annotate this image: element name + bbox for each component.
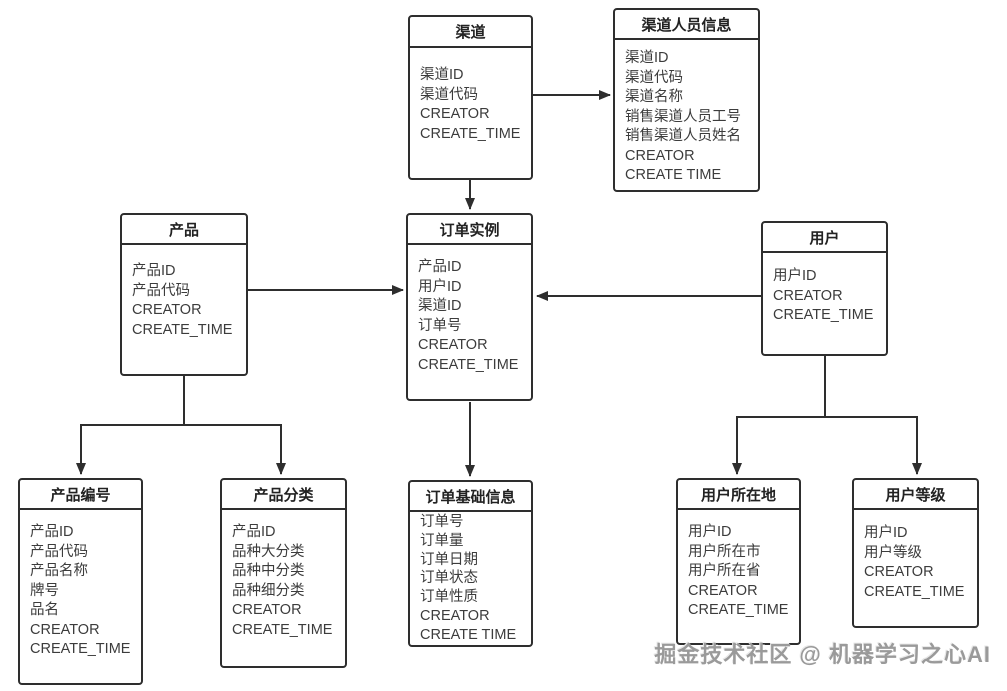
table-field: 品种中分类 bbox=[232, 563, 305, 579]
table-title: 产品 bbox=[122, 215, 246, 245]
table-fields: 产品ID 用户ID 渠道ID 订单号 CREATOR CREATE_TIME bbox=[408, 245, 531, 375]
table-field: 品种大分类 bbox=[232, 543, 305, 560]
table-fields: 渠道ID 渠道代码渠道名称销售渠道人员工号销售渠道人员姓名 CREATOR CREAT… bbox=[615, 40, 758, 186]
table-field: CREATE TIME bbox=[625, 167, 722, 183]
table-field: CREATOR bbox=[773, 287, 843, 304]
table-field: CREATOR bbox=[420, 106, 490, 122]
table-field: 订单性质 bbox=[420, 589, 478, 606]
table-title: 用户 bbox=[763, 223, 886, 253]
table-field: 销售渠道人员姓名 bbox=[625, 128, 741, 144]
table-field: 产品名称 bbox=[30, 563, 88, 579]
table-field: 产品ID bbox=[418, 259, 462, 275]
table-field: CREATOR bbox=[625, 147, 695, 164]
table-field: CREATE_TIME bbox=[864, 583, 965, 600]
table-fields: 产品ID 品种大分类品种中分类品种细分类 CREATOR CREATE_TIME bbox=[222, 510, 345, 640]
entity-table-order-instance: 订单实例产品ID 用户ID 渠道ID 订单号 CREATOR CREATE_TIME bbox=[406, 213, 533, 401]
entity-table-user: 用户用户ID CREATOR CREATE_TIME bbox=[761, 221, 888, 356]
table-field: CREATE_TIME bbox=[30, 641, 131, 657]
table-field: CREATOR bbox=[232, 602, 302, 618]
table-title: 渠道人员信息 bbox=[615, 10, 758, 40]
table-field: CREATE_TIME bbox=[232, 621, 333, 638]
table-field: 渠道ID bbox=[625, 50, 669, 66]
table-field: 品名 bbox=[30, 602, 59, 618]
table-field: CREATOR bbox=[864, 564, 934, 580]
table-fields: 用户ID 用户等级 CREATOR CREATE_TIME bbox=[854, 510, 977, 602]
table-fields: 产品ID 产品代码产品名称牌号品名 CREATOR CREATE_TIME bbox=[20, 510, 141, 660]
entity-table-channel-personnel-info: 渠道人员信息渠道ID 渠道代码渠道名称销售渠道人员工号销售渠道人员姓名 CREATO… bbox=[613, 8, 760, 192]
table-title: 订单实例 bbox=[408, 215, 531, 245]
table-field: 产品ID bbox=[30, 524, 74, 540]
entity-table-product-number: 产品编号产品ID 产品代码产品名称牌号品名 CREATOR CREATE_TIME bbox=[18, 478, 143, 685]
table-field: 用户ID bbox=[688, 524, 732, 540]
table-field: 订单状态 bbox=[420, 570, 478, 587]
table-title: 产品编号 bbox=[20, 480, 141, 510]
table-field: CREATOR bbox=[132, 302, 202, 318]
table-field: CREATE_TIME bbox=[688, 602, 789, 618]
connection-product-to-product-category bbox=[183, 376, 286, 475]
table-field: 渠道ID bbox=[418, 298, 462, 314]
table-field: CREATOR bbox=[30, 621, 100, 638]
table-fields: 渠道ID 渠道代码 CREATOR CREATE_TIME bbox=[410, 48, 531, 144]
table-field: 品种细分类 bbox=[232, 582, 305, 599]
table-field: 产品ID bbox=[232, 524, 276, 540]
table-field: CREATE_TIME bbox=[418, 356, 519, 373]
table-field: 渠道ID bbox=[420, 67, 464, 83]
table-fields: 产品ID 产品代码 CREATOR CREATE_TIME bbox=[122, 245, 246, 340]
table-field: 销售渠道人员工号 bbox=[625, 108, 741, 125]
table-field: 用户所在市 bbox=[688, 543, 761, 560]
table-field: CREATE TIME bbox=[420, 626, 517, 643]
table-title: 用户等级 bbox=[854, 480, 977, 510]
connection-user-to-user-level bbox=[824, 356, 922, 475]
table-title: 产品分类 bbox=[222, 480, 345, 510]
table-field: 用户ID bbox=[418, 278, 462, 295]
table-field: 订单量 bbox=[420, 532, 464, 549]
table-fields: 用户ID CREATOR CREATE_TIME bbox=[763, 253, 886, 326]
table-field: CREATOR bbox=[418, 337, 488, 353]
table-title: 渠道 bbox=[410, 17, 531, 48]
table-field: 用户ID bbox=[864, 525, 908, 541]
table-field: CREATOR bbox=[420, 607, 490, 624]
table-title: 订单基础信息 bbox=[410, 482, 531, 512]
table-field: CREATOR bbox=[688, 582, 758, 599]
entity-table-user-location: 用户所在地用户ID 用户所在市用户所在省 CREATOR CREATE_TIME bbox=[676, 478, 801, 645]
watermark-text: 掘金技术社区 @ 机器学习之心AI bbox=[654, 642, 991, 667]
entity-table-channel: 渠道渠道ID 渠道代码 CREATOR CREATE_TIME bbox=[408, 15, 533, 180]
table-field: 产品代码 bbox=[132, 282, 190, 299]
table-field: 用户等级 bbox=[864, 544, 922, 561]
connection-product-to-product-number bbox=[76, 376, 185, 475]
table-field: CREATE_TIME bbox=[420, 125, 521, 142]
table-field: 产品ID bbox=[132, 263, 176, 279]
entity-table-product-category: 产品分类产品ID 品种大分类品种中分类品种细分类 CREATOR CREATE_TIM… bbox=[220, 478, 347, 668]
table-field: 渠道代码 bbox=[625, 69, 683, 86]
table-field: 产品代码 bbox=[30, 543, 88, 560]
table-fields: 用户ID 用户所在市用户所在省 CREATOR CREATE_TIME bbox=[678, 510, 799, 621]
table-field: 牌号 bbox=[30, 582, 59, 599]
table-field: 用户ID bbox=[773, 268, 817, 284]
table-field: CREATE_TIME bbox=[132, 321, 233, 338]
table-field: 渠道名称 bbox=[625, 89, 683, 105]
table-field: 渠道代码 bbox=[420, 86, 478, 103]
table-field: 订单号 bbox=[420, 514, 464, 530]
table-field: 订单日期 bbox=[420, 551, 478, 568]
table-field: 用户所在省 bbox=[688, 563, 761, 579]
entity-table-product: 产品产品ID 产品代码 CREATOR CREATE_TIME bbox=[120, 213, 248, 376]
table-title: 用户所在地 bbox=[678, 480, 799, 510]
table-field: CREATE_TIME bbox=[773, 307, 874, 323]
table-field: 订单号 bbox=[418, 317, 462, 334]
connection-user-to-user-location bbox=[732, 356, 826, 475]
